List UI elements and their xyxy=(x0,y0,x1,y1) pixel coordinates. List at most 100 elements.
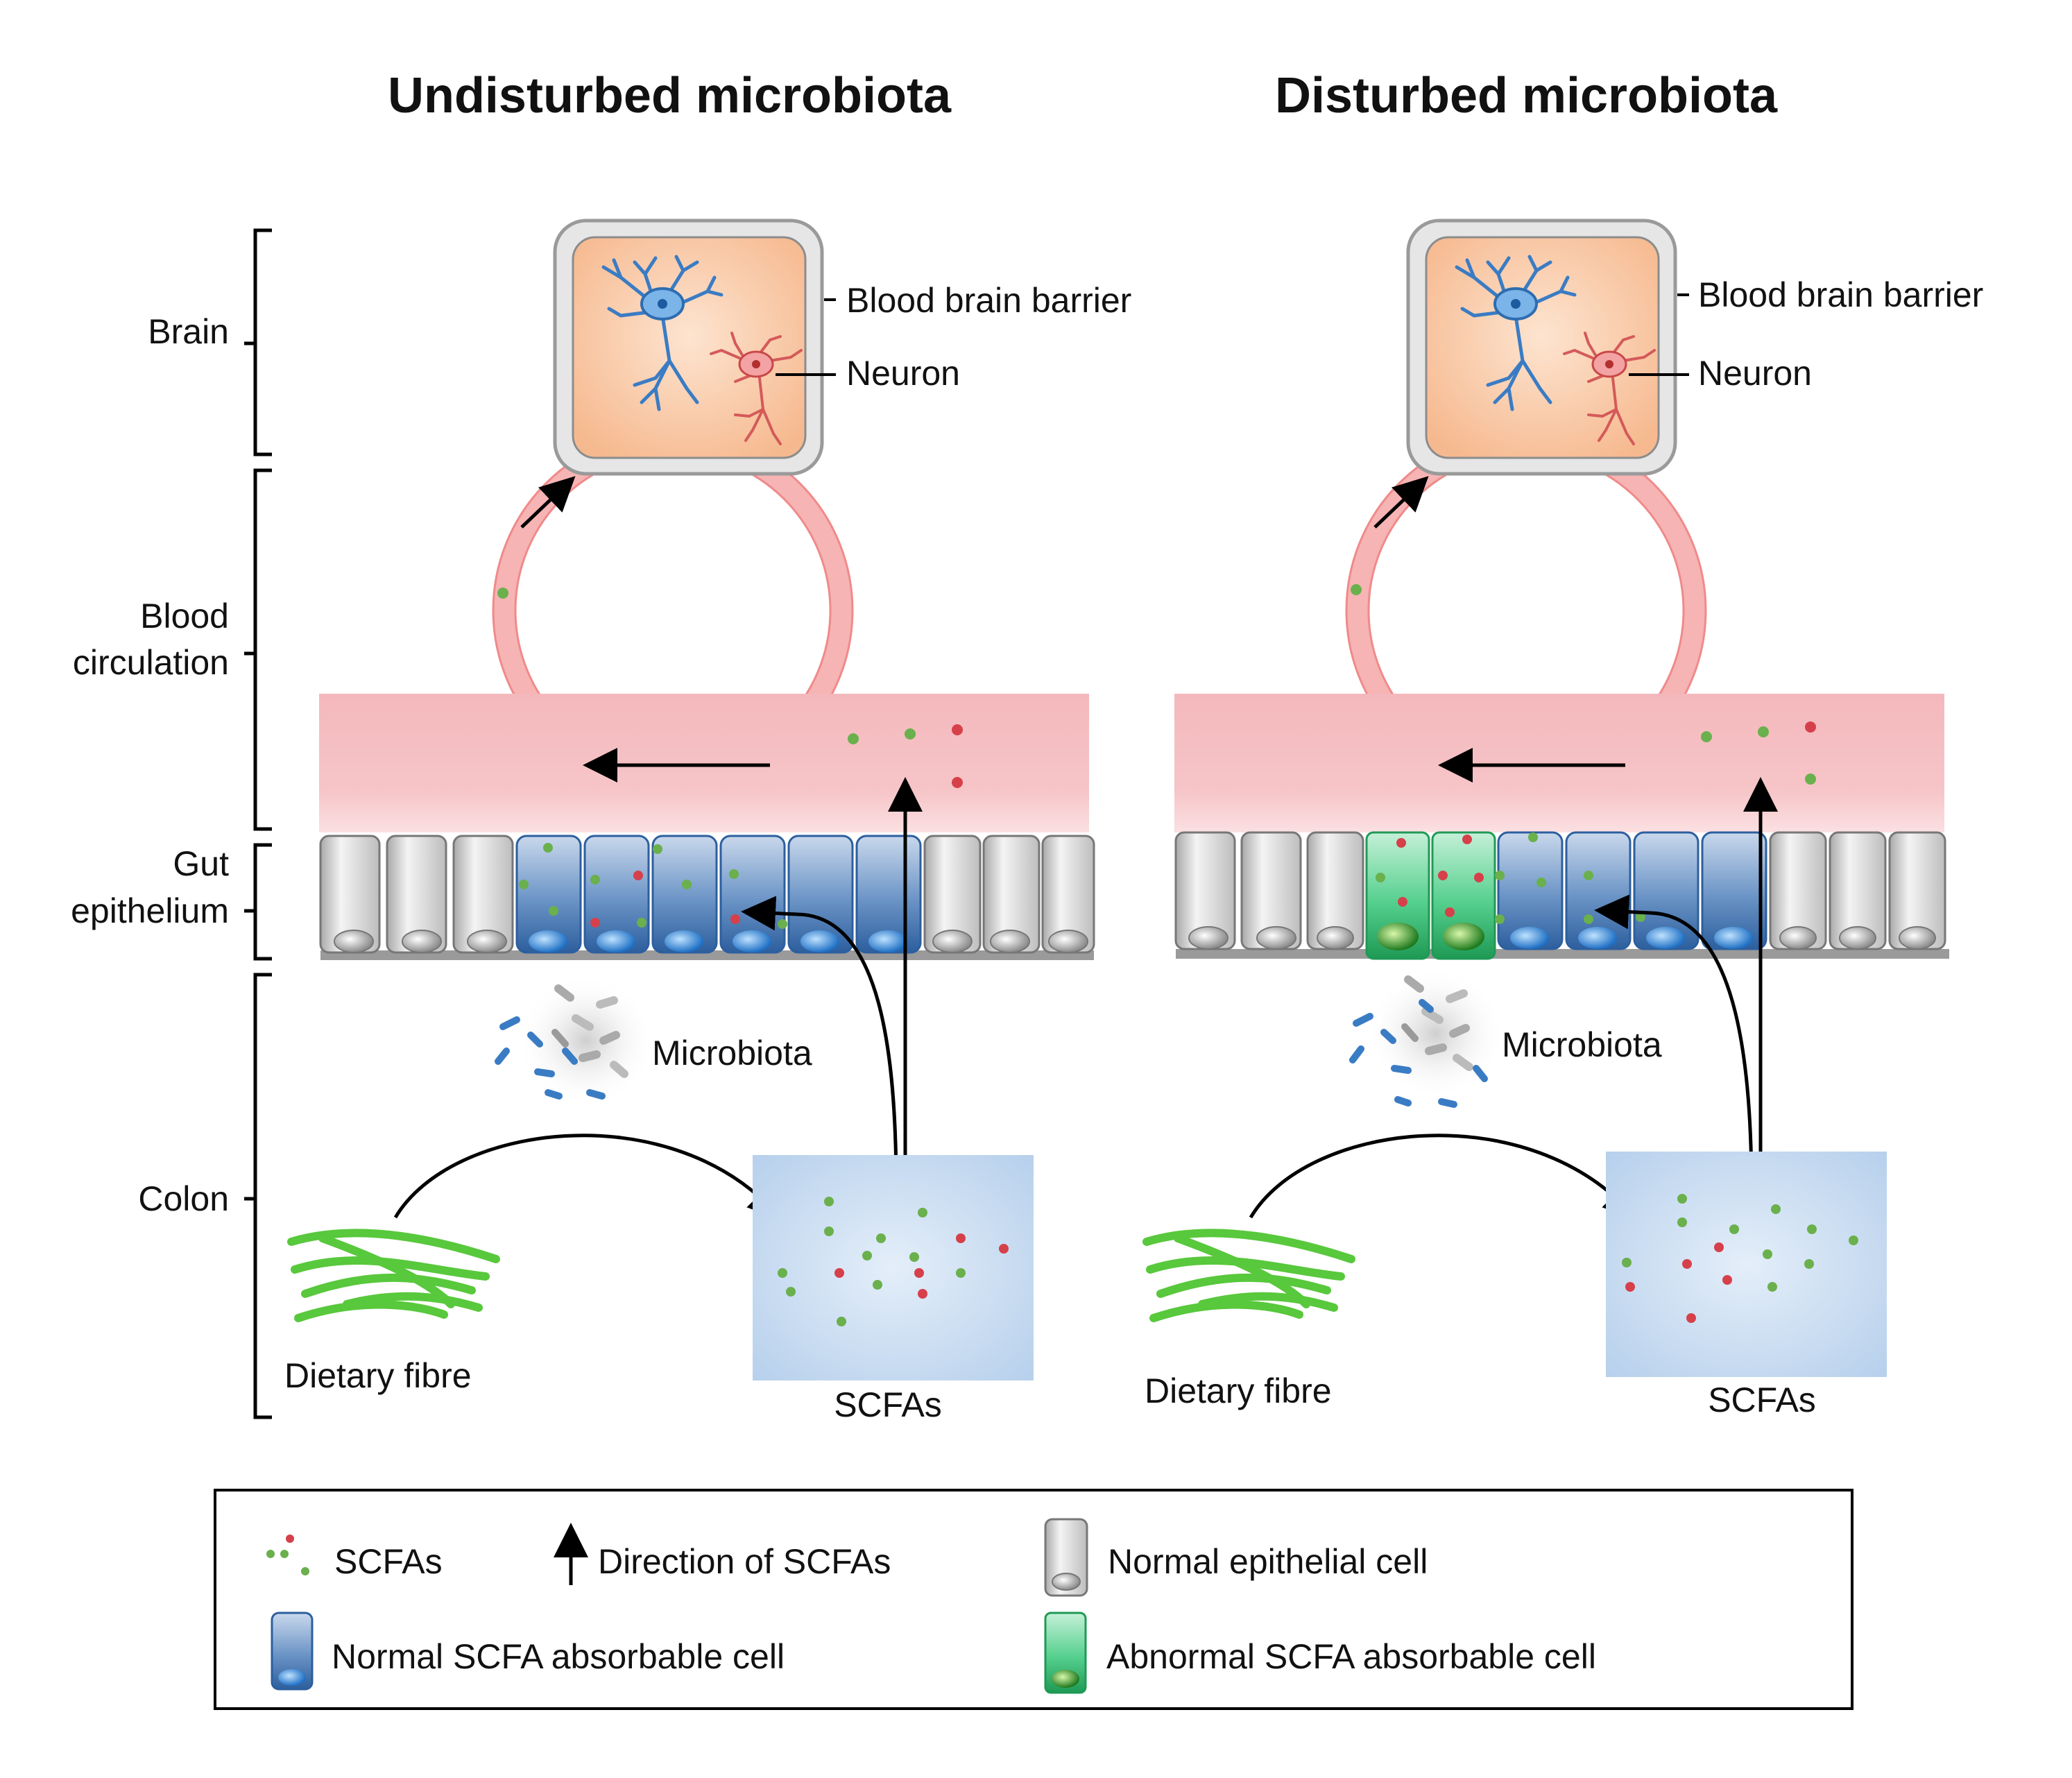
cell-scfa-dot xyxy=(778,919,787,929)
cell-nucleus xyxy=(1256,926,1296,950)
region-label-colon: Colon xyxy=(138,1179,229,1218)
left-scfa-pool-dots xyxy=(778,1197,1009,1326)
blood-bracket xyxy=(244,468,272,831)
legend: SCFAs Direction of SCFAs Normal epitheli… xyxy=(214,1489,1853,1710)
cell-nucleus xyxy=(529,930,567,952)
right-band-scfa-dot xyxy=(1805,721,1816,733)
pool-scfa-dot xyxy=(999,1244,1009,1254)
cell-scfa-dot xyxy=(1474,873,1484,882)
cell-nucleus xyxy=(1714,927,1753,949)
cell-nucleus xyxy=(932,930,973,953)
cell-scfa-dot xyxy=(1528,832,1538,842)
pool-scfa-dot xyxy=(956,1233,966,1243)
cell-nucleus xyxy=(1779,926,1817,950)
right-scfa-pool xyxy=(1606,1152,1887,1377)
cell-scfa-dot xyxy=(590,875,600,884)
pool-scfa-dot xyxy=(1729,1224,1739,1234)
left-neuron-label: Neuron xyxy=(846,354,960,393)
right-blue-neuron-nucleus xyxy=(1511,299,1521,309)
legend-normal-absorbable-label: Normal SCFA absorbable cell xyxy=(332,1637,785,1676)
pool-scfa-dot xyxy=(1849,1236,1858,1245)
normal-scfa-absorbable-cell xyxy=(515,835,582,954)
pool-scfa-dot xyxy=(1722,1275,1732,1285)
right-panel: Blood brain barrier Neuron xyxy=(1142,219,1983,1419)
left-microbiota-icon xyxy=(495,984,628,1100)
cell-scfa-dot xyxy=(1445,907,1455,917)
gut-bracket xyxy=(244,843,272,961)
legend-normal-epithelial-icon xyxy=(1044,1518,1088,1597)
cell-scfa-dot xyxy=(729,869,739,879)
region-label-epithelium: epithelium xyxy=(71,891,229,930)
region-label-gut: Gut xyxy=(173,844,229,883)
cell-scfa-dot xyxy=(1584,914,1593,924)
left-red-neuron-nucleus xyxy=(752,360,760,368)
pool-scfa-dot xyxy=(824,1197,834,1206)
cell-scfa-dot xyxy=(1584,871,1593,880)
legend-box xyxy=(214,1489,1853,1710)
right-red-neuron-icon xyxy=(1563,332,1656,445)
right-fermentation-arrow xyxy=(1249,1134,1638,1221)
cell-scfa-dot xyxy=(682,880,692,889)
normal-scfa-absorbable-cell xyxy=(1701,831,1767,950)
cell-nucleus xyxy=(1839,926,1876,950)
left-scfa-pool xyxy=(753,1155,1034,1380)
left-gut-epithelium xyxy=(319,835,1095,960)
left-fermentation-arrow xyxy=(393,1134,783,1221)
left-dietary-fibre-label: Dietary fibre xyxy=(284,1356,472,1395)
pool-scfa-dot xyxy=(837,1317,846,1326)
abnormal-scfa-absorbable-cell xyxy=(1431,831,1496,960)
cell-scfa-dot xyxy=(633,871,643,880)
cell-nucleus xyxy=(1578,927,1617,949)
cell-scfa-dot xyxy=(590,918,600,928)
cell-nucleus xyxy=(1899,926,1936,950)
normal-scfa-absorbable-cell xyxy=(651,835,718,954)
legend-direction-label: Direction of SCFAs xyxy=(598,1542,891,1581)
pool-scfa-dot xyxy=(873,1280,882,1290)
right-dietary-fibre-label: Dietary fibre xyxy=(1145,1371,1332,1410)
cell-nucleus xyxy=(1646,927,1685,949)
right-band-scfa-dot xyxy=(1805,773,1816,785)
legend-normal-absorbable-icon xyxy=(271,1612,314,1691)
right-blood-band xyxy=(1174,694,1944,832)
cell-nucleus xyxy=(990,930,1030,953)
cell-scfa-dot xyxy=(1536,878,1546,887)
pool-scfa-dot xyxy=(1771,1204,1781,1214)
left-dietary-fibre-icon xyxy=(287,1229,500,1322)
pool-scfa-dot xyxy=(1677,1194,1687,1204)
cell-scfa-dot xyxy=(549,906,558,916)
right-microbiota-icon xyxy=(1349,975,1488,1108)
cell-nucleus xyxy=(597,930,635,952)
region-label-blood: Blood xyxy=(140,597,229,635)
right-epithelium-base xyxy=(1176,949,1949,959)
pool-scfa-dot xyxy=(1677,1217,1687,1227)
pool-scfa-dot xyxy=(914,1268,924,1278)
pool-scfa-dot xyxy=(1767,1282,1777,1292)
right-scfa-into-cells-arrow xyxy=(1594,894,1754,1190)
brain-bracket xyxy=(244,228,272,456)
left-microbiota-label: Microbiota xyxy=(652,1034,812,1072)
left-bbb-label: Blood brain barrier xyxy=(846,281,1131,320)
cell-scfa-dot xyxy=(653,844,662,854)
right-band-scfa-dot xyxy=(1701,731,1712,742)
right-panel-title: Disturbed microbiota xyxy=(1275,68,1778,123)
cell-scfa-dot xyxy=(1495,914,1505,924)
right-band-scfa-dot xyxy=(1758,726,1769,737)
left-panel: Blood brain barrier Neuron xyxy=(284,219,1131,1424)
right-bbb-label: Blood brain barrier xyxy=(1698,275,1983,314)
pool-scfa-dot xyxy=(1686,1313,1696,1323)
right-scfa-pool-dots xyxy=(1622,1194,1858,1323)
left-band-scfa-dot xyxy=(952,724,963,735)
legend-scfas-icon xyxy=(266,1535,309,1575)
right-blue-neuron-icon xyxy=(1455,255,1577,411)
normal-scfa-absorbable-cell xyxy=(583,835,650,954)
right-brain-entry-arrow xyxy=(1373,476,1429,529)
cell-scfa-dot xyxy=(637,918,647,928)
abnormal-scfa-absorbable-cell xyxy=(1365,831,1430,960)
left-band-scfa-dot xyxy=(848,733,859,744)
cell-nucleus xyxy=(1443,923,1484,950)
cell-nucleus xyxy=(1317,926,1354,950)
right-gut-epithelium xyxy=(1174,831,1949,960)
cell-nucleus xyxy=(733,930,771,952)
pool-scfa-dot xyxy=(1807,1224,1817,1234)
pool-scfa-dot xyxy=(1682,1259,1692,1269)
